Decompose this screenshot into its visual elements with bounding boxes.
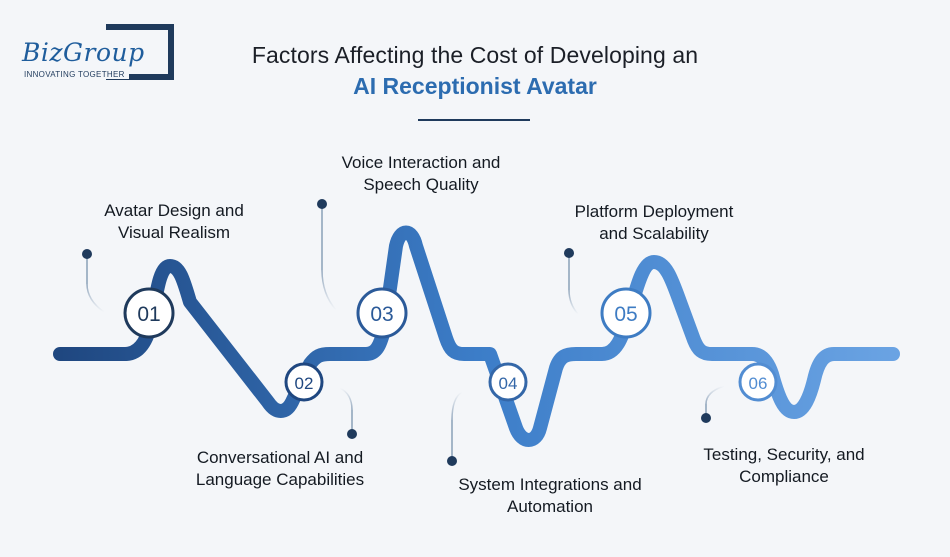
factor-label-04-line1: System Integrations and [458,475,642,494]
connector-05 [564,248,579,315]
connector-02 [339,387,357,439]
factor-number-01: 01 [137,303,160,326]
factor-label-06: Testing, Security, and Compliance [674,444,894,488]
factor-label-04: System Integrations and Automation [430,474,670,518]
page-title-line2: AI Receptionist Avatar [353,73,597,99]
factor-label-06-line2: Compliance [739,467,829,486]
factor-label-05: Platform Deployment and Scalability [544,201,764,245]
factor-label-01: Avatar Design and Visual Realism [74,200,274,244]
factor-label-05-line1: Platform Deployment [574,202,734,221]
factor-label-02-line2: Language Capabilities [195,470,365,489]
factor-label-02: Conversational AI and Language Capabilit… [170,447,390,491]
factor-number-05: 05 [614,303,637,326]
connector-04 [447,391,463,466]
page-title-line1: Factors Affecting the Cost of Developing… [251,42,699,68]
factor-label-05-line2: and Scalability [599,224,709,243]
factor-badge-05: 05 [600,287,652,339]
factor-badge-06: 06 [738,362,778,402]
factor-badge-02: 02 [284,362,324,402]
connector-01 [82,249,105,313]
factor-label-06-line1: Testing, Security, and [703,445,865,464]
factor-number-03: 03 [370,303,393,326]
factor-label-03: Voice Interaction and Speech Quality [311,152,531,196]
factor-number-04: 04 [499,374,518,393]
factor-badge-03: 03 [356,287,408,339]
logo-tagline: INNOVATING TOGETHER [24,70,129,79]
factor-label-01-line1: Avatar Design and [104,201,244,220]
connector-06 [701,385,725,423]
logo-frame [106,24,174,80]
connector-03 [317,199,337,311]
factor-label-03-line1: Voice Interaction and [341,153,501,172]
factor-number-02: 02 [295,374,314,393]
factor-label-02-line1: Conversational AI and [196,448,364,467]
factor-badge-04: 04 [488,362,528,402]
factor-label-03-line2: Speech Quality [363,175,479,194]
factor-label-04-line2: Automation [507,497,593,516]
brand-logo: BizGroup INNOVATING TOGETHER [22,24,174,84]
wave-line [53,225,900,447]
factor-number-06: 06 [749,374,768,393]
logo-wordmark: BizGroup [22,38,149,67]
title-underline [418,119,530,121]
factor-label-01-line2: Visual Realism [117,223,231,242]
factor-badge-01: 01 [123,287,175,339]
